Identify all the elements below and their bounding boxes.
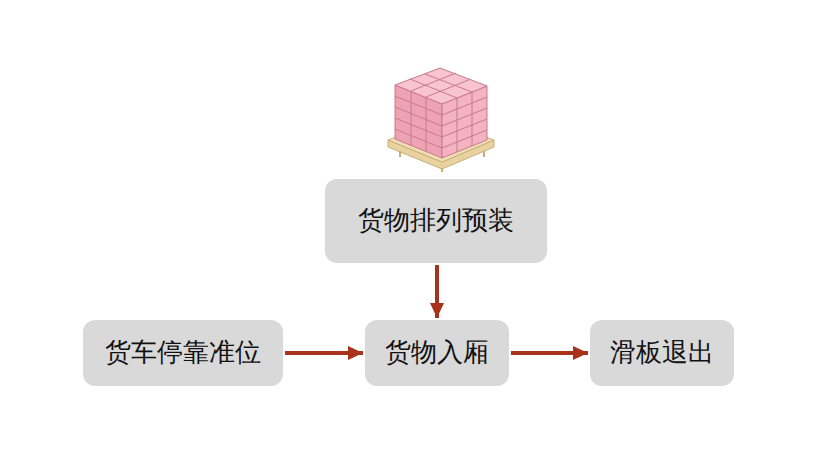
box-label: 滑板退出 [610, 337, 714, 368]
process-box: 货物排列预装 [325, 179, 547, 263]
box-label: 货物排列预装 [358, 205, 514, 236]
box-label: 货物入厢 [385, 337, 489, 368]
flow-arrow [435, 265, 439, 318]
process-box: 货车停靠准位 [83, 320, 283, 386]
flow-arrow [285, 351, 363, 355]
process-box: 货物入厢 [365, 320, 509, 386]
cargo-stack [395, 68, 487, 158]
box-label: 货车停靠准位 [105, 337, 261, 368]
process-box: 滑板退出 [590, 320, 734, 386]
flow-arrow [511, 351, 588, 355]
